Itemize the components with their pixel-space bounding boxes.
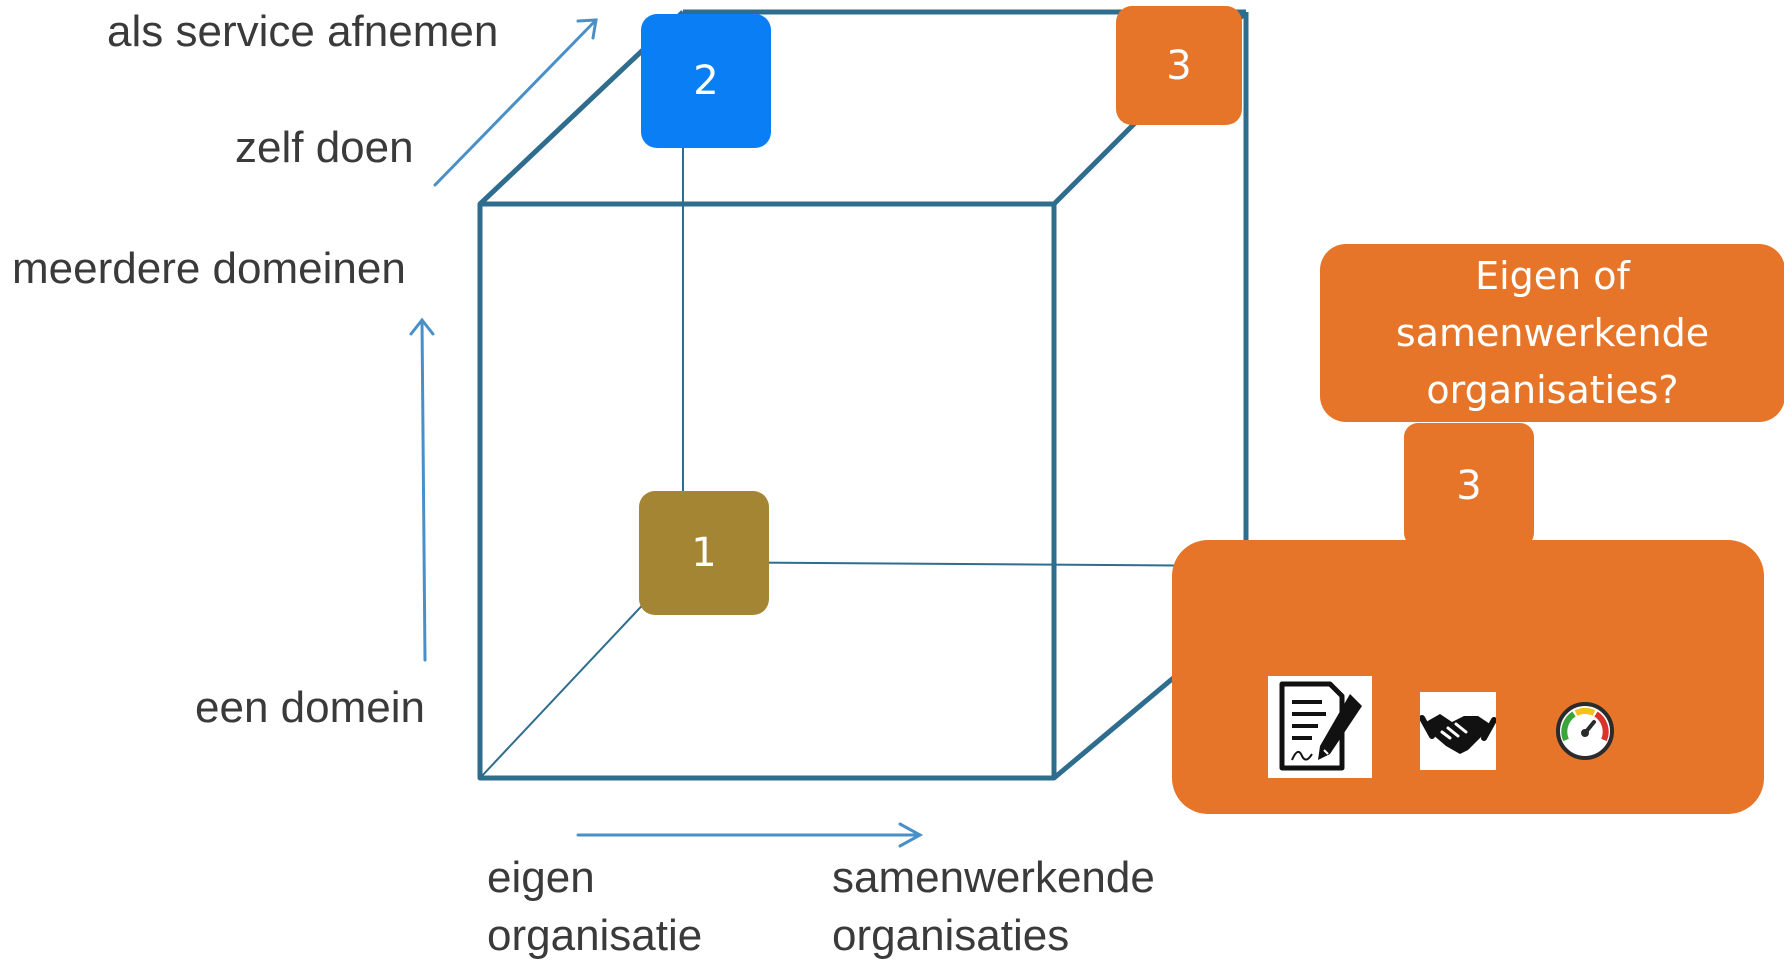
axis-arrows — [409, 18, 924, 848]
label-als-service-afnemen: als service afnemen — [107, 7, 498, 56]
label-eigen: eigen — [487, 853, 595, 902]
label-zelf-doen: zelf doen — [235, 123, 414, 172]
callout-line-3: organisaties? — [1426, 367, 1679, 412]
label-samenwerkende: samenwerkende — [832, 853, 1155, 902]
badge-3-callout: 3 — [1404, 423, 1534, 547]
handshake-icon — [1419, 692, 1497, 770]
callout-question: Eigen of samenwerkende organisaties? — [1320, 244, 1784, 422]
badge-3-top: 3 — [1116, 6, 1242, 125]
vertical-arrow — [420, 318, 427, 662]
cube-visible-edges — [477, 9, 1249, 781]
contract-icon — [1268, 676, 1372, 778]
callout-icon-panel — [1172, 540, 1764, 814]
gauge-icon — [1554, 702, 1616, 760]
badge-1: 1 — [639, 491, 769, 615]
label-organisatie: organisatie — [487, 911, 702, 960]
badge-2: 2 — [641, 14, 771, 148]
label-organisaties: organisaties — [832, 911, 1069, 960]
callout-line-1: Eigen of — [1475, 253, 1630, 298]
label-meerdere-domeinen: meerdere domeinen — [12, 244, 406, 293]
callout-line-2: samenwerkende — [1395, 310, 1710, 355]
depth-arrow — [433, 18, 598, 187]
label-een-domein: een domein — [195, 683, 425, 732]
